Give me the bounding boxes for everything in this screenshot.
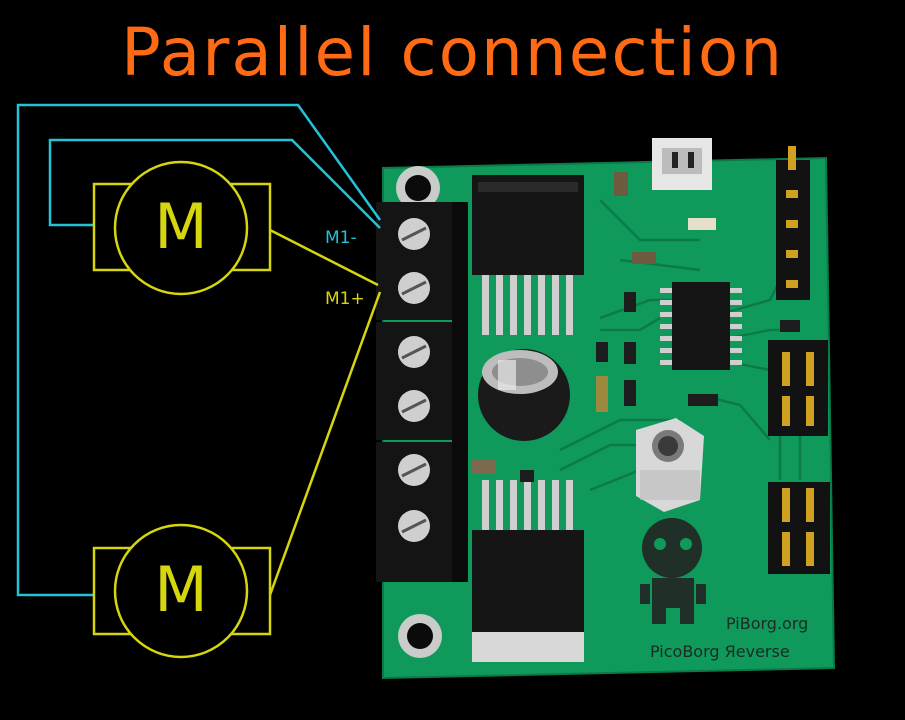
jst-connector bbox=[652, 138, 712, 190]
m1-minus-label: M1- bbox=[325, 228, 357, 248]
motor-bottom-label: M bbox=[154, 553, 208, 626]
board-product-text: PicoBorg Яeverse bbox=[650, 642, 790, 661]
mounting-hole-bottom bbox=[398, 614, 442, 658]
motor-bottom bbox=[92, 523, 272, 659]
smd-components bbox=[472, 172, 800, 482]
regulator-bottom bbox=[472, 480, 584, 662]
screw-terminals bbox=[376, 202, 468, 582]
hex-standoff bbox=[636, 418, 704, 512]
diagram-title: Parallel connection bbox=[120, 14, 785, 91]
positive-wire-top bbox=[269, 228, 379, 287]
negative-wire-inner bbox=[48, 138, 381, 229]
motor-top-label: M bbox=[154, 190, 208, 263]
negative-wire-outer bbox=[16, 103, 382, 597]
board-site-text: PiBorg.org bbox=[726, 614, 809, 633]
positive-wire-bottom bbox=[268, 291, 382, 596]
capacitor bbox=[478, 349, 570, 441]
ic-chip bbox=[660, 282, 742, 370]
robot-logo bbox=[640, 518, 706, 624]
pin-header-bottom bbox=[768, 482, 830, 574]
screw-heads bbox=[398, 218, 430, 542]
mounting-hole-top bbox=[396, 166, 440, 210]
motor-top bbox=[92, 160, 272, 296]
pcb-board bbox=[382, 138, 836, 680]
pin-header-top bbox=[776, 146, 810, 300]
negative-wires bbox=[16, 103, 382, 597]
m1-plus-label: M1+ bbox=[325, 289, 365, 309]
regulator-top bbox=[472, 175, 584, 335]
pin-header-middle bbox=[768, 340, 828, 436]
positive-wires bbox=[268, 228, 382, 596]
